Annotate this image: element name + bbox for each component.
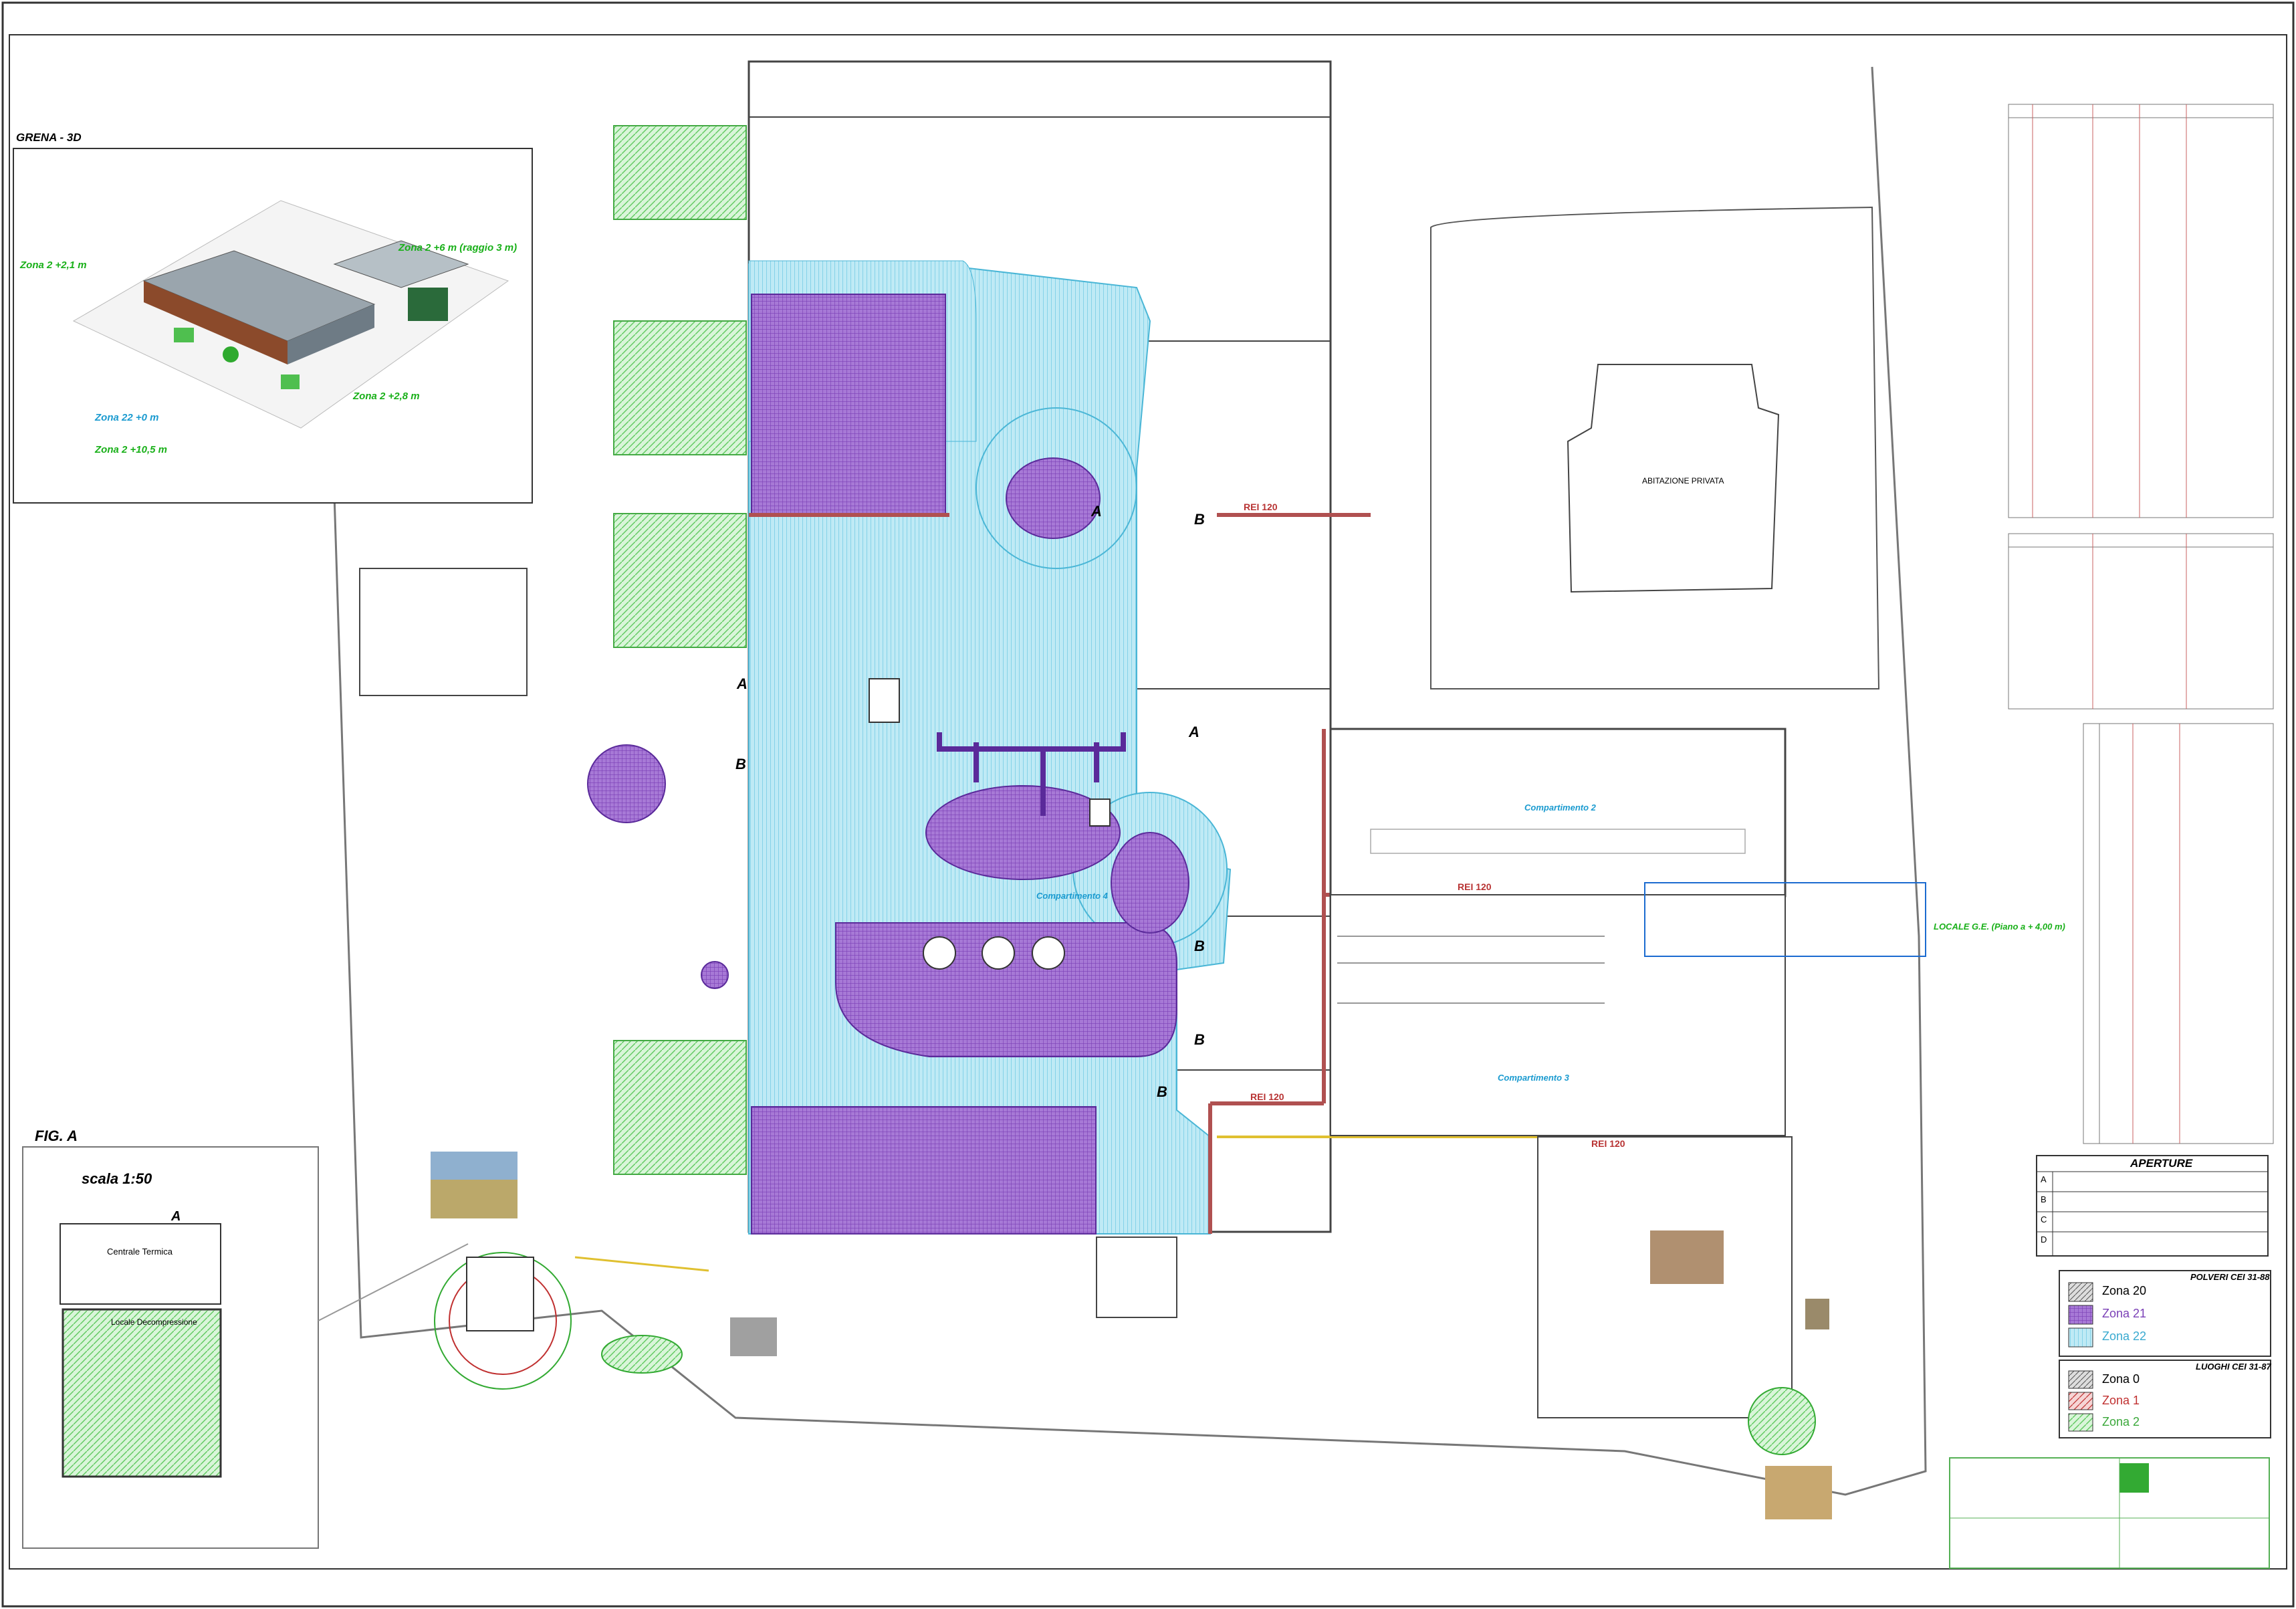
- gas-legend: [2059, 1360, 2271, 1438]
- component-table-2: [2008, 533, 2274, 710]
- annex-box: [359, 568, 528, 696]
- compartment-2-label: Compartimento 2: [1524, 802, 1596, 813]
- zona-21-areas: [701, 294, 1189, 1235]
- aperture-row-label: C: [2041, 1214, 2047, 1224]
- aperture-row-label: B: [2041, 1194, 2047, 1204]
- fig-a-marker-a: A: [171, 1209, 181, 1224]
- aperture-row-label: A: [2041, 1174, 2047, 1184]
- process-machines: [869, 678, 1111, 970]
- fig-a-frame: [22, 1146, 319, 1549]
- pellet-storage-zone: [587, 744, 666, 823]
- title-block: [1949, 1457, 2270, 1569]
- cabin: [1096, 1237, 1177, 1318]
- marker-b: B: [1194, 938, 1205, 954]
- east-windows: [1370, 829, 1746, 854]
- marker-b: B: [1157, 1083, 1167, 1100]
- marker-b: B: [735, 756, 746, 772]
- inset-3d-model: [72, 200, 509, 429]
- fig-a-title: FIG. A: [35, 1128, 78, 1144]
- photo-2: [730, 1317, 777, 1356]
- fig-a-room-1: Centrale Termica: [107, 1247, 173, 1257]
- photo-3: [1650, 1230, 1724, 1284]
- cabinet-zone: [601, 1335, 683, 1374]
- zone-2-label: Zona 2: [2102, 1415, 2140, 1428]
- inset-zone-label-5: Zona 2 +10,5 m: [95, 444, 167, 455]
- zone-21-label: Zona 21: [2102, 1307, 2147, 1320]
- inset-zone-label-2: Zona 2 +6 m (raggio 3 m): [398, 242, 518, 253]
- compartment-3-label: Compartimento 3: [1498, 1073, 1569, 1083]
- process-piping: [937, 732, 1126, 816]
- dust-legend: [2059, 1270, 2271, 1357]
- gas-station-zone: [434, 1252, 572, 1390]
- site-boundary: [333, 66, 1927, 1496]
- zone-1-label: Zona 1: [2102, 1394, 2140, 1407]
- east-building: [1329, 728, 1787, 897]
- zone-20-label: Zona 20: [2102, 1284, 2147, 1297]
- lower-east-block: [1330, 894, 1786, 1136]
- component-table-1: [2008, 104, 2274, 518]
- private-house-parcel: [1430, 206, 1880, 689]
- compartment-4-label: Compartimento 4: [1036, 891, 1108, 901]
- south-gas-zone: [1748, 1387, 1816, 1455]
- rei-label: REI 120: [1591, 1138, 1625, 1149]
- marker-a: A: [1189, 724, 1199, 740]
- fig-a-decompression-room: [62, 1308, 222, 1478]
- photo-5: [1805, 1299, 1829, 1329]
- rei-label: REI 120: [1244, 502, 1278, 512]
- marker-b: B: [1194, 1031, 1205, 1048]
- inset-zone-label-1: Zona 2 +2,1 m: [20, 259, 87, 271]
- locale-ge-label: LOCALE G.E. (Piano a + 4,00 m): [1934, 922, 2065, 932]
- outdoor-zone-2-areas: [613, 125, 747, 1175]
- rei-label: REI 120: [1250, 1091, 1284, 1102]
- dust-legend-title: POLVERI CEI 31-88: [2190, 1272, 2270, 1282]
- photo-4: [1765, 1466, 1832, 1519]
- aperture-row-label: D: [2041, 1235, 2047, 1245]
- inner-frame: [9, 34, 2287, 1570]
- gas-legend-title: LUOGHI CEI 31-87: [2196, 1362, 2271, 1372]
- marker-a: A: [737, 675, 748, 692]
- rei-label: REI 120: [1458, 881, 1492, 892]
- marker-b: B: [1194, 511, 1205, 528]
- zone-22-label: Zona 22: [2102, 1329, 2147, 1343]
- private-house: [1567, 364, 1780, 593]
- aperture-legend-title: APERTURE: [2130, 1157, 2193, 1170]
- machines-table: [2083, 723, 2274, 1144]
- inset-zone-label-4: Zona 2 +2,8 m: [353, 391, 420, 402]
- zone-0-label: Zona 0: [2102, 1372, 2140, 1386]
- private-house-label: ABITAZIONE PRIVATA: [1642, 476, 1724, 486]
- aperture-legend: [2036, 1155, 2269, 1257]
- fig-a-room-2: Locale Decompressione: [111, 1317, 197, 1327]
- marker-a: A: [1091, 503, 1102, 520]
- fig-a-scale: scala 1:50: [82, 1170, 152, 1187]
- inset-zone-label-3: Zona 22 +0 m: [95, 412, 159, 423]
- inset-3d-title: GRENA - 3D: [16, 131, 82, 144]
